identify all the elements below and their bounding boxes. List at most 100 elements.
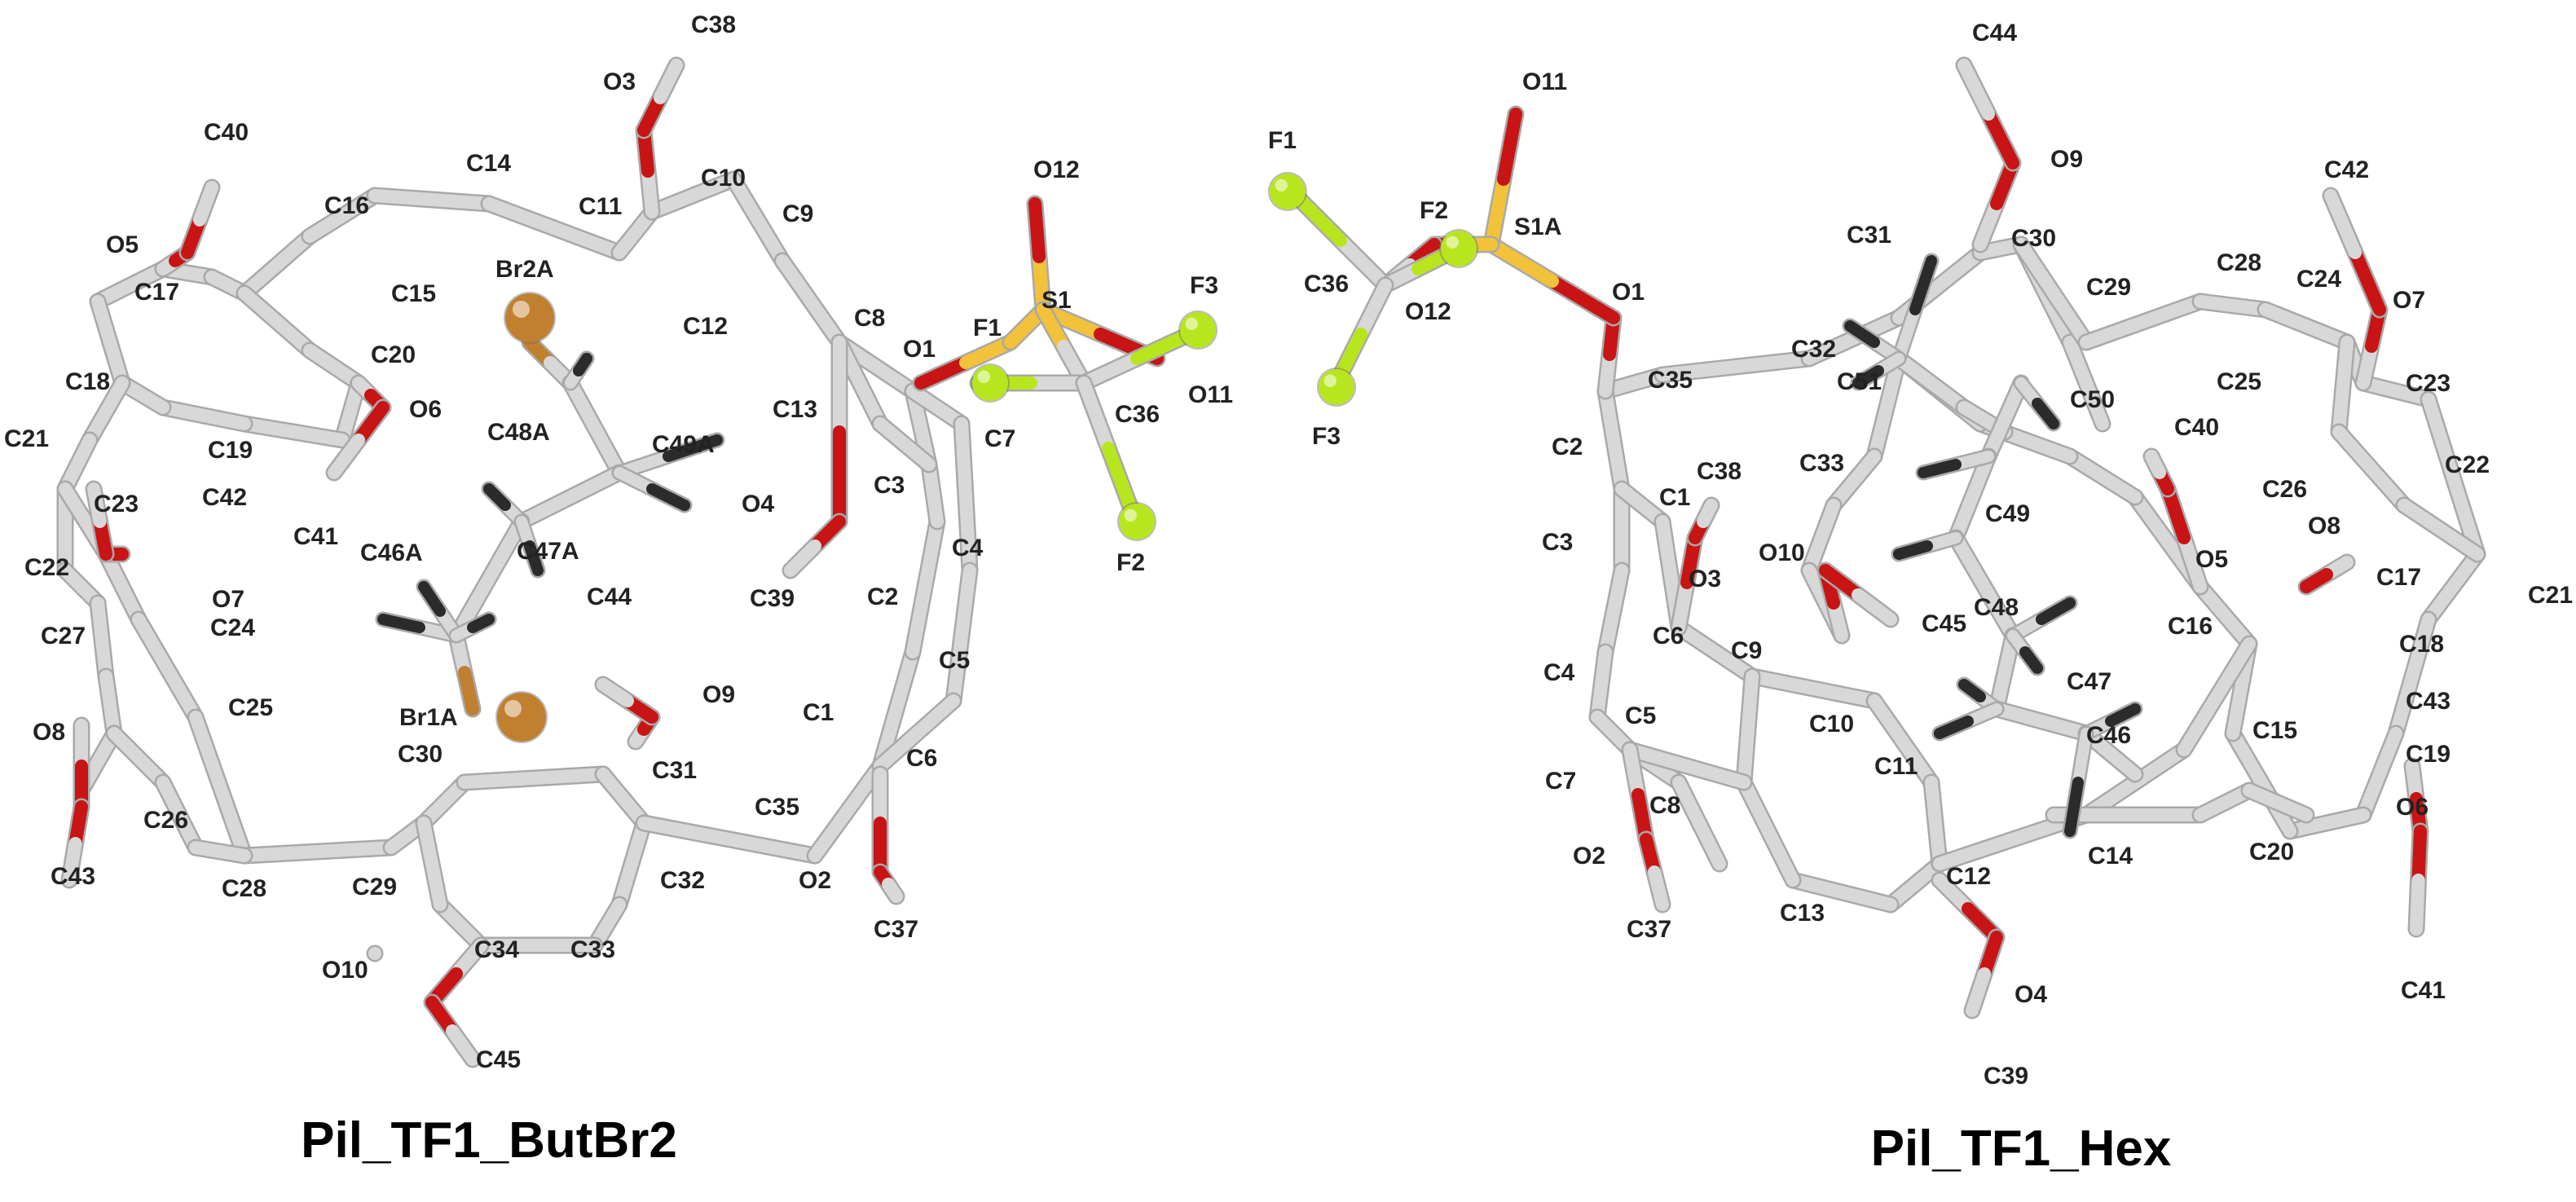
- bond-half: [2047, 287, 2093, 349]
- atom-label-c24: C24: [2296, 266, 2341, 293]
- atom-label-c16: C16: [2168, 613, 2213, 640]
- bond-half: [2019, 646, 2043, 674]
- atom-label-o7: O7: [212, 586, 244, 613]
- fluorine-atom-f3-right-highlight: [1323, 374, 1337, 387]
- bond-half: [1803, 332, 1860, 365]
- atom-label-c22: C22: [2445, 451, 2490, 478]
- bond-half: [1485, 238, 1559, 288]
- bond-half: [597, 678, 634, 707]
- bond-half: [467, 614, 495, 633]
- atom-label-c30: C30: [398, 741, 443, 768]
- atom-label-c44: C44: [1972, 20, 2017, 46]
- bond-half: [328, 434, 365, 479]
- atom-label-f1: F1: [1268, 127, 1297, 154]
- bond-half: [1648, 865, 1669, 911]
- bond-half: [2271, 796, 2313, 821]
- atom-label-o12: O12: [1033, 156, 1080, 183]
- bond-half: [524, 540, 544, 576]
- atom-label-c32: C32: [1791, 336, 1836, 363]
- bromine-atom-br2a-highlight: [513, 301, 530, 318]
- bond-half: [1334, 234, 1392, 292]
- bond-half: [2210, 637, 2256, 703]
- atom-label-c11: C11: [1874, 753, 1918, 780]
- bond-half: [2422, 393, 2459, 483]
- atom-label-c5: C5: [939, 647, 970, 674]
- bond-half: [425, 193, 495, 210]
- atom-label-c33: C33: [570, 936, 615, 963]
- caption-left: Pil_TF1_ButBr2: [301, 1112, 677, 1169]
- bond-half: [2105, 703, 2141, 727]
- atom-label-c48: C48: [1974, 594, 2019, 621]
- atom-label-c38: C38: [691, 11, 736, 38]
- atom-label-f3: F3: [1190, 272, 1218, 299]
- atom-label-o12: O12: [1405, 298, 1451, 325]
- atom-label-c34: C34: [474, 936, 519, 963]
- atom-label-c26: C26: [143, 807, 188, 834]
- atom-label-c26: C26: [2262, 476, 2307, 503]
- bond-half: [132, 613, 174, 675]
- bond-half: [2161, 482, 2191, 544]
- bromine-atom-br1a: [497, 693, 546, 742]
- bond-half: [2064, 777, 2084, 837]
- atom-label-c42: C42: [202, 484, 247, 511]
- atom-label-f3: F3: [1312, 423, 1341, 450]
- bond-half: [1485, 173, 1510, 251]
- atom-label-o4: O4: [742, 491, 774, 517]
- atom-label-c43: C43: [51, 863, 95, 890]
- bond-half: [2226, 727, 2268, 789]
- atom-label-c21: C21: [2528, 582, 2573, 609]
- bond-half: [906, 580, 931, 658]
- bond-half: [417, 817, 438, 870]
- atom-label-o5: O5: [2195, 546, 2228, 573]
- atom-label-o11: O11: [1188, 381, 1233, 408]
- atom-label-c18: C18: [65, 368, 110, 395]
- atom-label-c2: C2: [1552, 434, 1583, 460]
- atom-label-c23: C23: [94, 491, 139, 517]
- bond-half: [573, 353, 592, 376]
- atom-label-c14: C14: [466, 150, 511, 177]
- bond-half: [1697, 499, 1718, 528]
- atom-sphere-layer: [495, 172, 1478, 743]
- atom-label-c15: C15: [2252, 717, 2297, 744]
- atom-label-o3: O3: [1689, 566, 1721, 592]
- atom-label-c21: C21: [4, 425, 49, 452]
- atom-label-o8: O8: [33, 719, 65, 746]
- bond-half: [1742, 670, 1759, 736]
- bond-half: [63, 837, 82, 887]
- bond-half: [637, 817, 736, 846]
- bond-half: [1102, 442, 1139, 520]
- bond-half: [1077, 376, 1115, 455]
- fluorine-atom-f1-right-highlight: [1275, 178, 1288, 192]
- bond-half: [1762, 825, 1799, 887]
- fluorine-atom-f3-right: [1319, 369, 1354, 405]
- bond-half: [1934, 715, 1974, 739]
- atom-label-c6: C6: [1653, 623, 1684, 649]
- bond-half: [1497, 108, 1522, 186]
- atom-label-c22: C22: [24, 554, 69, 581]
- bond-half: [458, 772, 540, 789]
- atom-label-c11: C11: [579, 193, 622, 220]
- atom-label-c29: C29: [352, 874, 397, 900]
- atom-label-c4: C4: [952, 535, 984, 561]
- bond-half: [2072, 728, 2092, 788]
- fluorine-atom-f1: [972, 365, 1008, 401]
- atom-label-s1a: S1A: [1514, 214, 1561, 240]
- bond-half: [527, 768, 610, 785]
- bond-half: [959, 491, 976, 577]
- bond-half: [2324, 189, 2362, 259]
- bond-half: [1957, 59, 1995, 121]
- atom-label-c38: C38: [1697, 458, 1742, 485]
- bond-half: [1729, 352, 1816, 373]
- atom-label-c47a: C47A: [517, 538, 579, 565]
- bond-half: [446, 1024, 479, 1066]
- atom-label-c8: C8: [1649, 792, 1680, 819]
- bond-half: [1737, 776, 1775, 838]
- atom-label-c12: C12: [1946, 863, 1991, 890]
- bromine-atom-br2a: [505, 293, 554, 342]
- bond-half: [874, 727, 923, 773]
- bond-half: [564, 466, 626, 504]
- atom-label-c50: C50: [2070, 386, 2115, 413]
- atom-label-c15: C15: [391, 280, 436, 307]
- bond-half: [515, 491, 577, 528]
